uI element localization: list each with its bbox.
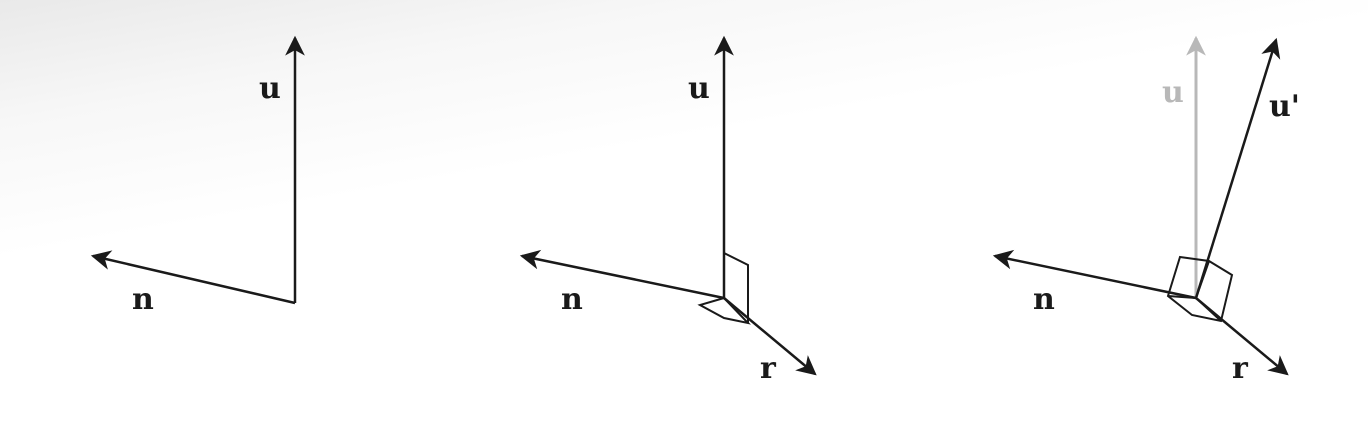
- panel-2-u-label: u: [688, 71, 710, 106]
- panel-2-n-axis: [519, 249, 725, 300]
- panel-1-n-label: n: [132, 282, 154, 317]
- panel-1-u-label: u: [259, 71, 281, 106]
- panel-3: u u' n r: [992, 35, 1300, 386]
- panel-3-n-axis: [992, 249, 1197, 300]
- panel-3-u-label-faded: u: [1162, 75, 1184, 110]
- panel-3-r-label: r: [1232, 351, 1249, 386]
- panel-3-u-prime-label: u': [1269, 89, 1300, 124]
- panel-3-right-angle-box: [1166, 255, 1234, 323]
- panel-2-right-angle-marker: [697, 252, 751, 325]
- panel-2-r-axis: [723, 297, 817, 376]
- panel-1-n-axis: [90, 250, 296, 305]
- panel-2-n-label: n: [561, 282, 583, 317]
- panel-3-u-prime-axis: [1194, 37, 1281, 299]
- panel-2: u n r: [519, 35, 817, 386]
- panel-2-r-label: r: [760, 351, 777, 386]
- panel-3-n-label: n: [1033, 282, 1055, 317]
- panel-1: u n: [90, 35, 305, 317]
